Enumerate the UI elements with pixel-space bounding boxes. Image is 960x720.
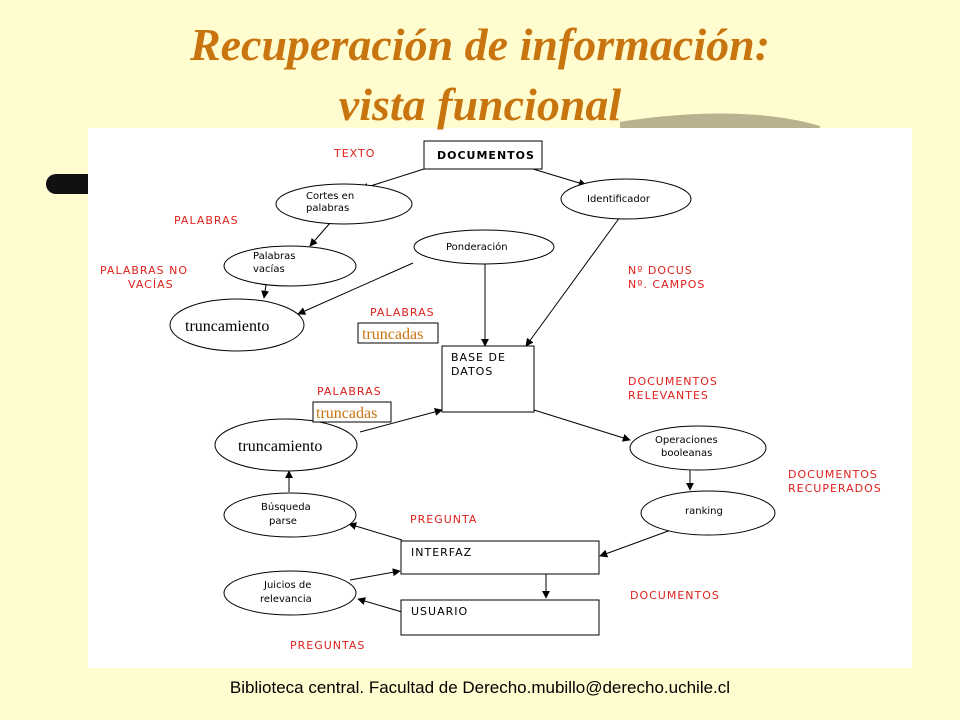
box-documentos: DOCUMENTOS: [423, 140, 543, 170]
edge-interfaz-busqueda: [348, 522, 403, 541]
overlay-truncadas-top: truncadas: [357, 322, 439, 344]
flow-label-preguntas: PREGUNTAS: [290, 639, 365, 652]
decorative-swoosh: [620, 113, 820, 130]
slide-title-line-1: Recuperación de información:: [189, 19, 771, 70]
process-juicios-label-2: relevancia: [260, 594, 312, 605]
process-busqueda-label-2: parse: [269, 516, 297, 527]
flow-label-pregunta: PREGUNTA: [410, 513, 477, 526]
edge-usuario-juicios: [357, 597, 403, 613]
diagram-panel: DOCUMENTOS BASE DE DATOS INTERFAZ USUARI…: [88, 128, 912, 668]
edge-ponderacion-truncamiento: [297, 262, 414, 315]
edge-truncamiento-basedatos: [359, 408, 443, 433]
flow-label-docs-relevantes-1: DOCUMENTOS: [628, 375, 718, 388]
flow-label-docs-relevantes-2: RELEVANTES: [628, 389, 709, 402]
process-truncamiento-mid: truncamiento: [214, 418, 358, 472]
box-interfaz-label: INTERFAZ: [411, 546, 472, 559]
process-cortes-label-2: palabras: [306, 203, 349, 214]
edge-cortes-vacias: [309, 222, 331, 247]
process-truncamiento-top: truncamiento: [169, 298, 305, 352]
process-juicios-de-relevancia: Juicios de relevancia: [223, 570, 357, 616]
edge-vacias-truncamiento: [261, 284, 270, 299]
process-booleanas-label-1: Operaciones: [655, 435, 718, 446]
functional-diagram: DOCUMENTOS BASE DE DATOS INTERFAZ USUARI…: [100, 140, 882, 652]
process-operaciones-booleanas: Operaciones booleanas: [629, 425, 767, 471]
flow-label-palabras-top: PALABRAS: [370, 306, 435, 319]
process-ponderacion-label: Ponderación: [446, 241, 508, 253]
flow-label-palabras-mid: PALABRAS: [317, 385, 382, 398]
process-palabras-vacias: Palabras vacías: [223, 245, 357, 287]
process-cortes-label-1: Cortes en: [306, 191, 354, 202]
process-busqueda-parse: Búsqueda parse: [223, 492, 357, 538]
process-booleanas-label-2: booleanas: [661, 448, 712, 459]
flow-label-palabras-no-2: VACÍAS: [128, 278, 174, 291]
box-base-de-datos-label-1: BASE DE: [451, 351, 506, 364]
process-identificador-label: Identificador: [587, 194, 651, 205]
flow-label-ndocus-2: Nº. CAMPOS: [628, 278, 705, 291]
edge-identificador-basedatos: [525, 216, 621, 347]
flow-label-docs-recuperados-2: RECUPERADOS: [788, 482, 882, 495]
process-ranking: ranking: [640, 490, 776, 536]
flow-label-palabras-no-1: PALABRAS NO: [100, 264, 188, 277]
flow-label-documentos: DOCUMENTOS: [630, 589, 720, 602]
box-usuario-label: USUARIO: [411, 605, 468, 618]
box-base-de-datos-label-2: DATOS: [451, 365, 493, 378]
process-busqueda-label-1: Búsqueda: [261, 501, 311, 513]
flow-label-docs-recuperados-1: DOCUMENTOS: [788, 468, 878, 481]
box-documentos-label: DOCUMENTOS: [437, 149, 535, 162]
overlay-truncadas-top-label: truncadas: [362, 326, 423, 343]
overlay-truncadas-mid-label: truncadas: [316, 405, 377, 422]
process-cortes-en-palabras: Cortes en palabras: [275, 183, 413, 225]
box-interfaz: INTERFAZ: [400, 540, 600, 575]
edge-basedatos-booleanas: [533, 409, 631, 442]
process-identificador: Identificador: [560, 178, 692, 220]
box-base-de-datos: BASE DE DATOS: [441, 345, 535, 413]
flow-labels: TEXTO PALABRAS PALABRAS NO VACÍAS Nº DOC…: [100, 147, 882, 652]
footer-credit: Biblioteca central. Facultad de Derecho.…: [229, 678, 731, 697]
flow-label-palabras: PALABRAS: [174, 214, 239, 227]
flow-label-texto: TEXTO: [333, 147, 375, 160]
process-ranking-label: ranking: [685, 506, 723, 517]
overlay-truncadas-mid: truncadas: [312, 401, 392, 423]
process-vacias-label-2: vacías: [253, 263, 285, 275]
edge-juicios-interfaz: [349, 568, 401, 581]
edge-documentos-identificador: [532, 168, 587, 187]
process-truncamiento-mid-label: truncamiento: [238, 438, 322, 455]
process-juicios-label-1: Juicios de: [263, 580, 311, 591]
box-usuario: USUARIO: [400, 599, 600, 636]
process-ponderacion: Ponderación: [413, 229, 555, 265]
slide-title-line-2: vista funcional: [338, 79, 622, 130]
process-vacias-label-1: Palabras: [253, 251, 295, 262]
flow-label-ndocus-1: Nº DOCUS: [628, 264, 693, 277]
process-truncamiento-top-label: truncamiento: [185, 318, 269, 335]
